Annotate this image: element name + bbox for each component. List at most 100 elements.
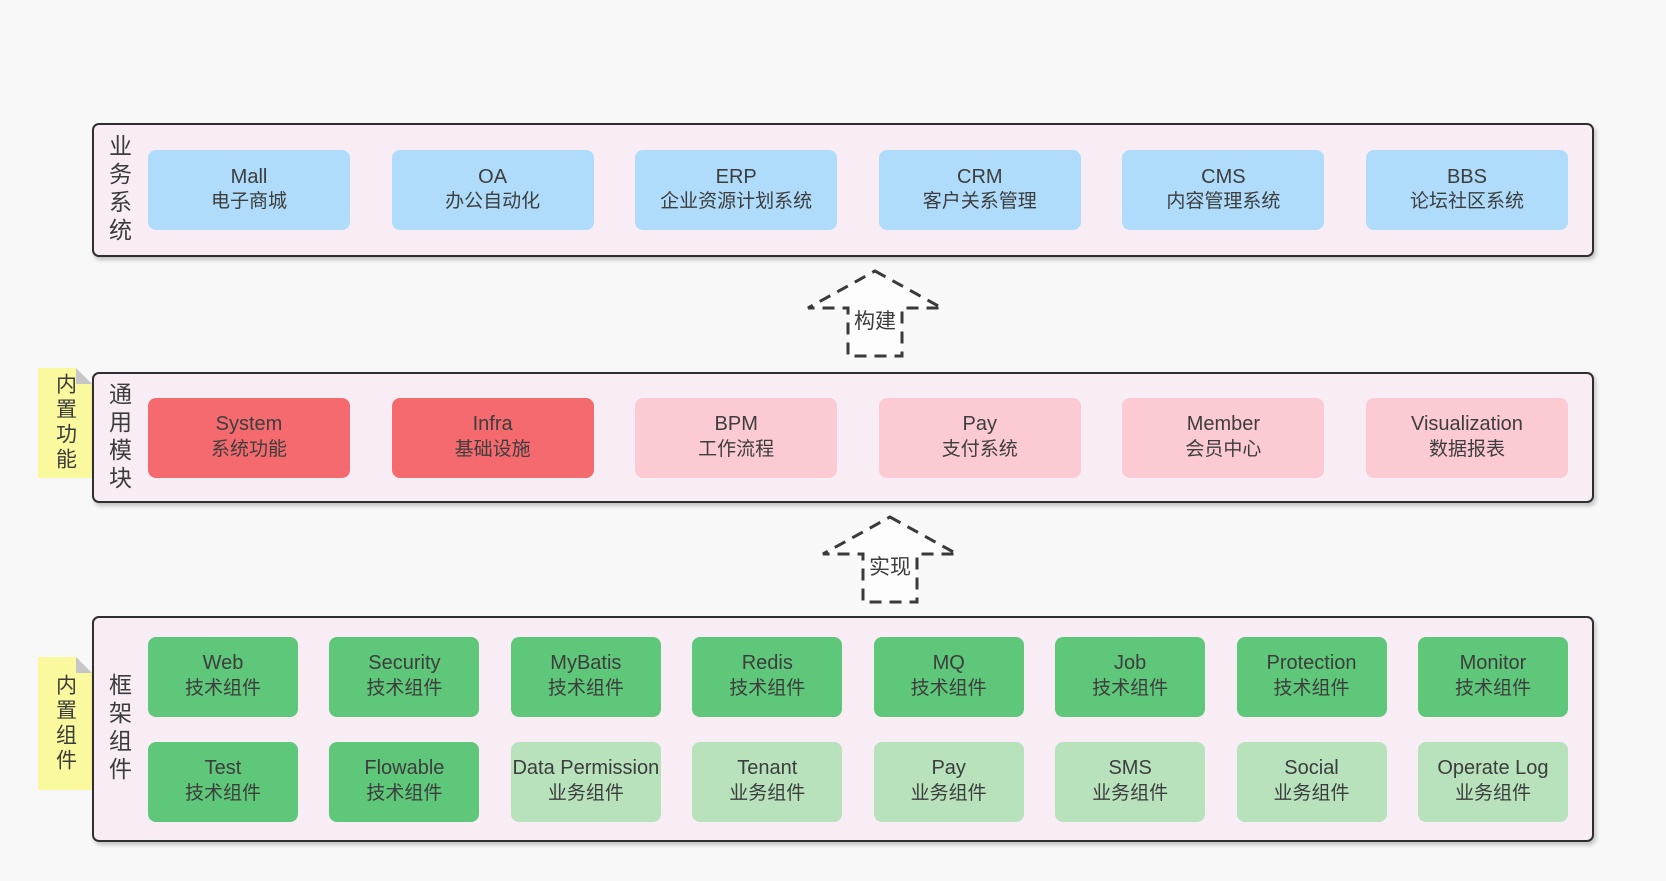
- box-subtitle: 业务组件: [1273, 782, 1350, 804]
- box-title: ERP: [715, 165, 757, 188]
- box-subtitle: 支付系统: [941, 438, 1018, 460]
- box-title: BBS: [1446, 165, 1487, 188]
- box-title: Web: [202, 652, 244, 675]
- box-subtitle: 数据报表: [1428, 438, 1505, 460]
- layer-label-business: 业务系统: [94, 125, 142, 255]
- box-monitor: Monitor 技术组件: [1417, 636, 1568, 717]
- component-row-2: Test 技术组件 Flowable 技术组件 Data Permission …: [148, 741, 1568, 822]
- layer-framework-components: 框架组件 Web 技术组件 Security 技术组件 MyBatis 技术组件…: [92, 616, 1594, 842]
- box-system: System 系统功能: [148, 397, 350, 478]
- box-title: CRM: [957, 165, 1003, 188]
- box-protection: Protection 技术组件: [1236, 636, 1387, 717]
- box-subtitle: 技术组件: [184, 677, 261, 699]
- box-title: Member: [1186, 413, 1261, 436]
- box-subtitle: 技术组件: [184, 782, 261, 804]
- box-title: Redis: [741, 652, 793, 675]
- box-title: MyBatis: [550, 652, 622, 675]
- box-infra: Infra 基础设施: [391, 397, 594, 478]
- box-title: Visualization: [1411, 413, 1523, 436]
- layer-label-modules: 通用模块: [94, 374, 142, 501]
- box-title: MQ: [932, 652, 965, 675]
- layer-label-text: 框架组件: [105, 673, 132, 785]
- layer-label-text: 通用模块: [105, 381, 132, 494]
- box-subtitle: 客户关系管理: [922, 191, 1037, 213]
- layer-label-components: 框架组件: [94, 618, 142, 840]
- implement-arrow-icon: 实现: [822, 515, 958, 604]
- box-member: Member 会员中心: [1122, 397, 1325, 478]
- box-title: CMS: [1201, 165, 1246, 188]
- box-subtitle: 业务组件: [1454, 782, 1531, 804]
- box-visualization: Visualization 数据报表: [1365, 397, 1568, 478]
- box-title: Pay: [962, 413, 998, 436]
- box-test: Test 技术组件: [148, 741, 298, 822]
- box-subtitle: 办公自动化: [445, 191, 541, 213]
- box-web: Web 技术组件: [148, 636, 298, 717]
- box-title: OA: [478, 165, 508, 188]
- box-subtitle: 基础设施: [454, 438, 531, 460]
- note-text: 内置组件: [53, 673, 77, 774]
- note-built-in-components: 内置组件: [38, 657, 92, 790]
- box-subtitle: 系统功能: [210, 438, 287, 460]
- box-subtitle: 论坛社区系统: [1409, 191, 1524, 213]
- box-title: Pay: [931, 757, 966, 780]
- box-subtitle: 企业资源计划系统: [660, 191, 813, 213]
- box-title: BPM: [714, 413, 758, 436]
- box-subtitle: 电子商城: [210, 191, 287, 213]
- box-pay: Pay 支付系统: [878, 397, 1081, 478]
- box-sms: SMS 业务组件: [1055, 741, 1206, 822]
- box-title: Infra: [472, 413, 513, 436]
- box-title: Social: [1284, 757, 1339, 780]
- component-row-1: Web 技术组件 Security 技术组件 MyBatis 技术组件 Redi…: [148, 636, 1568, 717]
- box-subtitle: 技术组件: [910, 677, 987, 699]
- box-title: Tenant: [737, 757, 798, 780]
- box-title: Monitor: [1459, 652, 1527, 675]
- box-subtitle: 技术组件: [1273, 677, 1350, 699]
- box-subtitle: 业务组件: [547, 782, 624, 804]
- box-redis: Redis 技术组件: [692, 636, 843, 717]
- box-flowable: Flowable 技术组件: [329, 741, 480, 822]
- box-subtitle: 会员中心: [1185, 438, 1262, 460]
- box-erp: ERP 企业资源计划系统: [635, 150, 838, 230]
- box-subtitle: 内容管理系统: [1166, 191, 1281, 213]
- box-crm: CRM 客户关系管理: [878, 150, 1081, 230]
- box-mall: Mall 电子商城: [148, 150, 350, 230]
- box-bbs: BBS 论坛社区系统: [1365, 150, 1568, 230]
- box-title: Security: [368, 652, 441, 675]
- note-text: 内置功能: [53, 373, 77, 473]
- box-subtitle: 技术组件: [366, 677, 443, 699]
- box-cms: CMS 内容管理系统: [1122, 150, 1325, 230]
- box-subtitle: 技术组件: [1454, 677, 1531, 699]
- box-mq: MQ 技术组件: [873, 636, 1024, 717]
- box-data-permission: Data Permission 业务组件: [510, 741, 661, 822]
- box-tenant: Tenant 业务组件: [692, 741, 843, 822]
- box-social: Social 业务组件: [1236, 741, 1387, 822]
- layer-business-systems: 业务系统 Mall 电子商城 OA 办公自动化 ERP 企业资源计划系统 CRM…: [92, 123, 1594, 257]
- box-title: System: [215, 413, 283, 436]
- box-subtitle: 工作流程: [698, 438, 775, 460]
- box-title: Mall: [230, 165, 268, 188]
- box-title: Test: [204, 757, 242, 780]
- box-security: Security 技术组件: [329, 636, 480, 717]
- module-boxes: System 系统功能 Infra 基础设施 BPM 工作流程 Pay 支付系统…: [142, 374, 1592, 501]
- box-subtitle: 技术组件: [729, 677, 806, 699]
- box-subtitle: 业务组件: [910, 782, 987, 804]
- note-built-in-features: 内置功能: [38, 368, 92, 478]
- box-subtitle: 业务组件: [729, 782, 806, 804]
- box-title: Job: [1113, 652, 1147, 675]
- layer-label-text: 业务系统: [105, 134, 132, 246]
- box-subtitle: 技术组件: [366, 782, 443, 804]
- box-subtitle: 技术组件: [547, 677, 624, 699]
- box-subtitle: 技术组件: [1092, 677, 1169, 699]
- build-arrow-label: 构建: [854, 310, 896, 333]
- box-title: Protection: [1266, 652, 1357, 675]
- box-title: Flowable: [364, 757, 445, 780]
- build-arrow-icon: 构建: [807, 269, 943, 358]
- box-oa: OA 办公自动化: [391, 150, 594, 230]
- layer-common-modules: 通用模块 System 系统功能 Infra 基础设施 BPM 工作流程 Pay…: [92, 372, 1594, 503]
- business-boxes: Mall 电子商城 OA 办公自动化 ERP 企业资源计划系统 CRM 客户关系…: [142, 125, 1592, 255]
- box-subtitle: 业务组件: [1092, 782, 1169, 804]
- box-title: SMS: [1108, 757, 1152, 780]
- box-job: Job 技术组件: [1055, 636, 1206, 717]
- box-bpm: BPM 工作流程: [635, 397, 838, 478]
- implement-arrow-label: 实现: [869, 556, 911, 579]
